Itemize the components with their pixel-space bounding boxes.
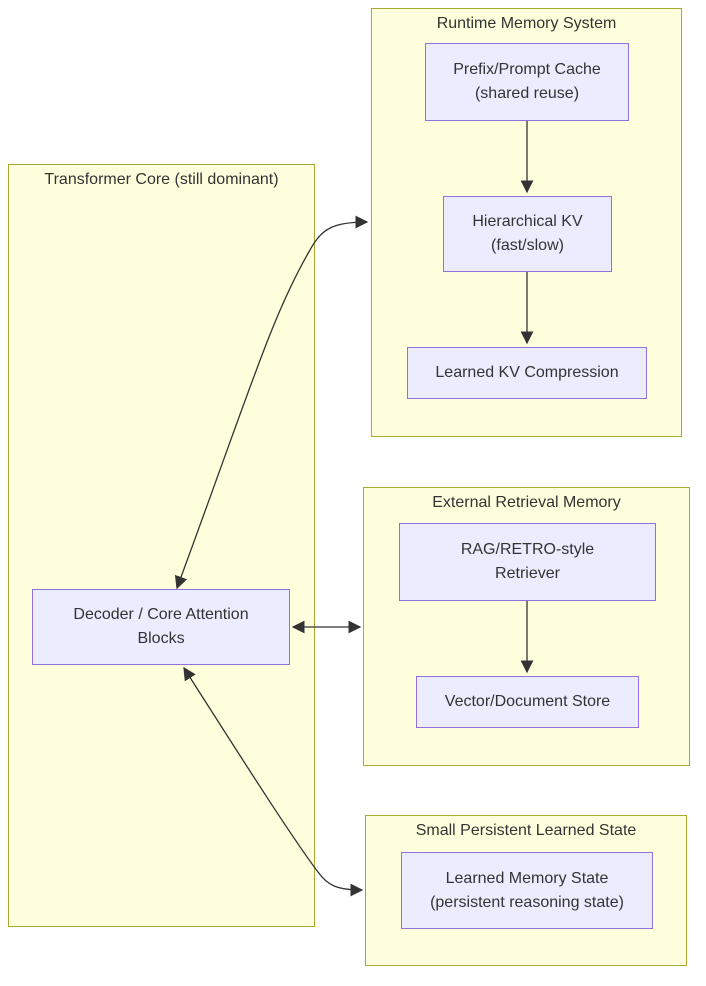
node-label: RAG/RETRO-style: [460, 541, 595, 558]
node-hierarchical-kv: Hierarchical KV (fast/slow): [443, 196, 612, 272]
node-label: (fast/slow): [491, 237, 564, 254]
node-label: (shared reuse): [474, 85, 580, 102]
node-label: (persistent reasoning state): [430, 893, 624, 911]
node-label: Learned Memory State: [445, 869, 609, 887]
node-label: Hierarchical KV: [472, 213, 583, 230]
cluster-title-runtime-memory: Runtime Memory System: [436, 15, 617, 32]
node-label: Retriever: [495, 565, 560, 582]
node-prefix-prompt-cache: Prefix/Prompt Cache (shared reuse): [425, 43, 629, 121]
node-label: Decoder / Core Attention: [73, 606, 249, 623]
cluster-title-transformer-core: Transformer Core (still dominant): [44, 171, 279, 188]
node-label: Blocks: [137, 630, 185, 647]
cluster-transformer-core: Transformer Core (still dominant): [8, 164, 315, 927]
cluster-title-persistent-state: Small Persistent Learned State: [415, 822, 637, 839]
node-label: Vector/Document Store: [444, 693, 611, 710]
node-label: Prefix/Prompt Cache: [453, 61, 601, 78]
cluster-title-external-retrieval: External Retrieval Memory: [432, 494, 621, 511]
node-vector-document-store: Vector/Document Store: [416, 676, 639, 728]
node-label: Learned KV Compression: [435, 364, 619, 381]
node-decoder-core-attention: Decoder / Core Attention Blocks: [32, 589, 290, 665]
node-learned-kv-compression: Learned KV Compression: [407, 347, 647, 399]
node-rag-retro-retriever: RAG/RETRO-style Retriever: [399, 523, 656, 601]
node-learned-memory-state: Learned Memory State (persistent reasoni…: [401, 852, 653, 929]
